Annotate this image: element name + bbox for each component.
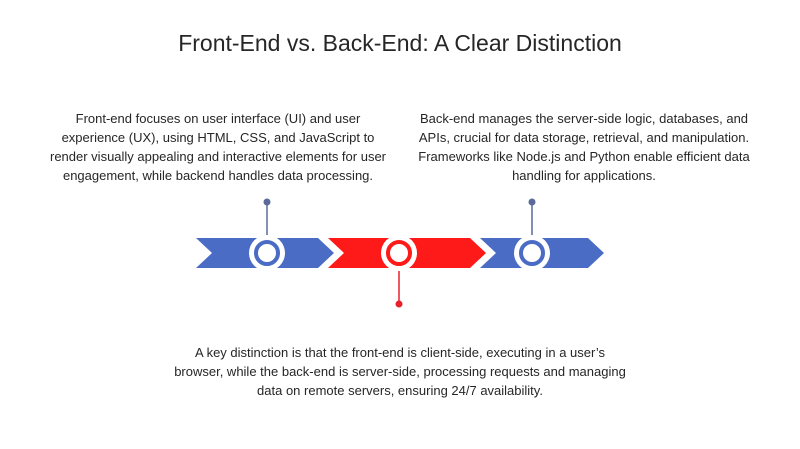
milestone-3-pin-dot [528,198,536,206]
milestone-2-text: A key distinction is that the front-end … [174,345,626,398]
page-title: Front-End vs. Back-End: A Clear Distinct… [178,30,622,56]
milestone-1-text: Front-end focuses on user interface (UI)… [49,111,387,183]
milestone-1-marker-ring [254,240,280,266]
milestone-2-pin-dot [395,300,403,308]
milestone-3-text: Back-end manages the server-side logic, … [418,111,750,183]
milestone-2-marker-ring [386,240,412,266]
milestone-1-pin-dot [263,198,271,206]
milestone-3-marker-ring [519,240,545,266]
